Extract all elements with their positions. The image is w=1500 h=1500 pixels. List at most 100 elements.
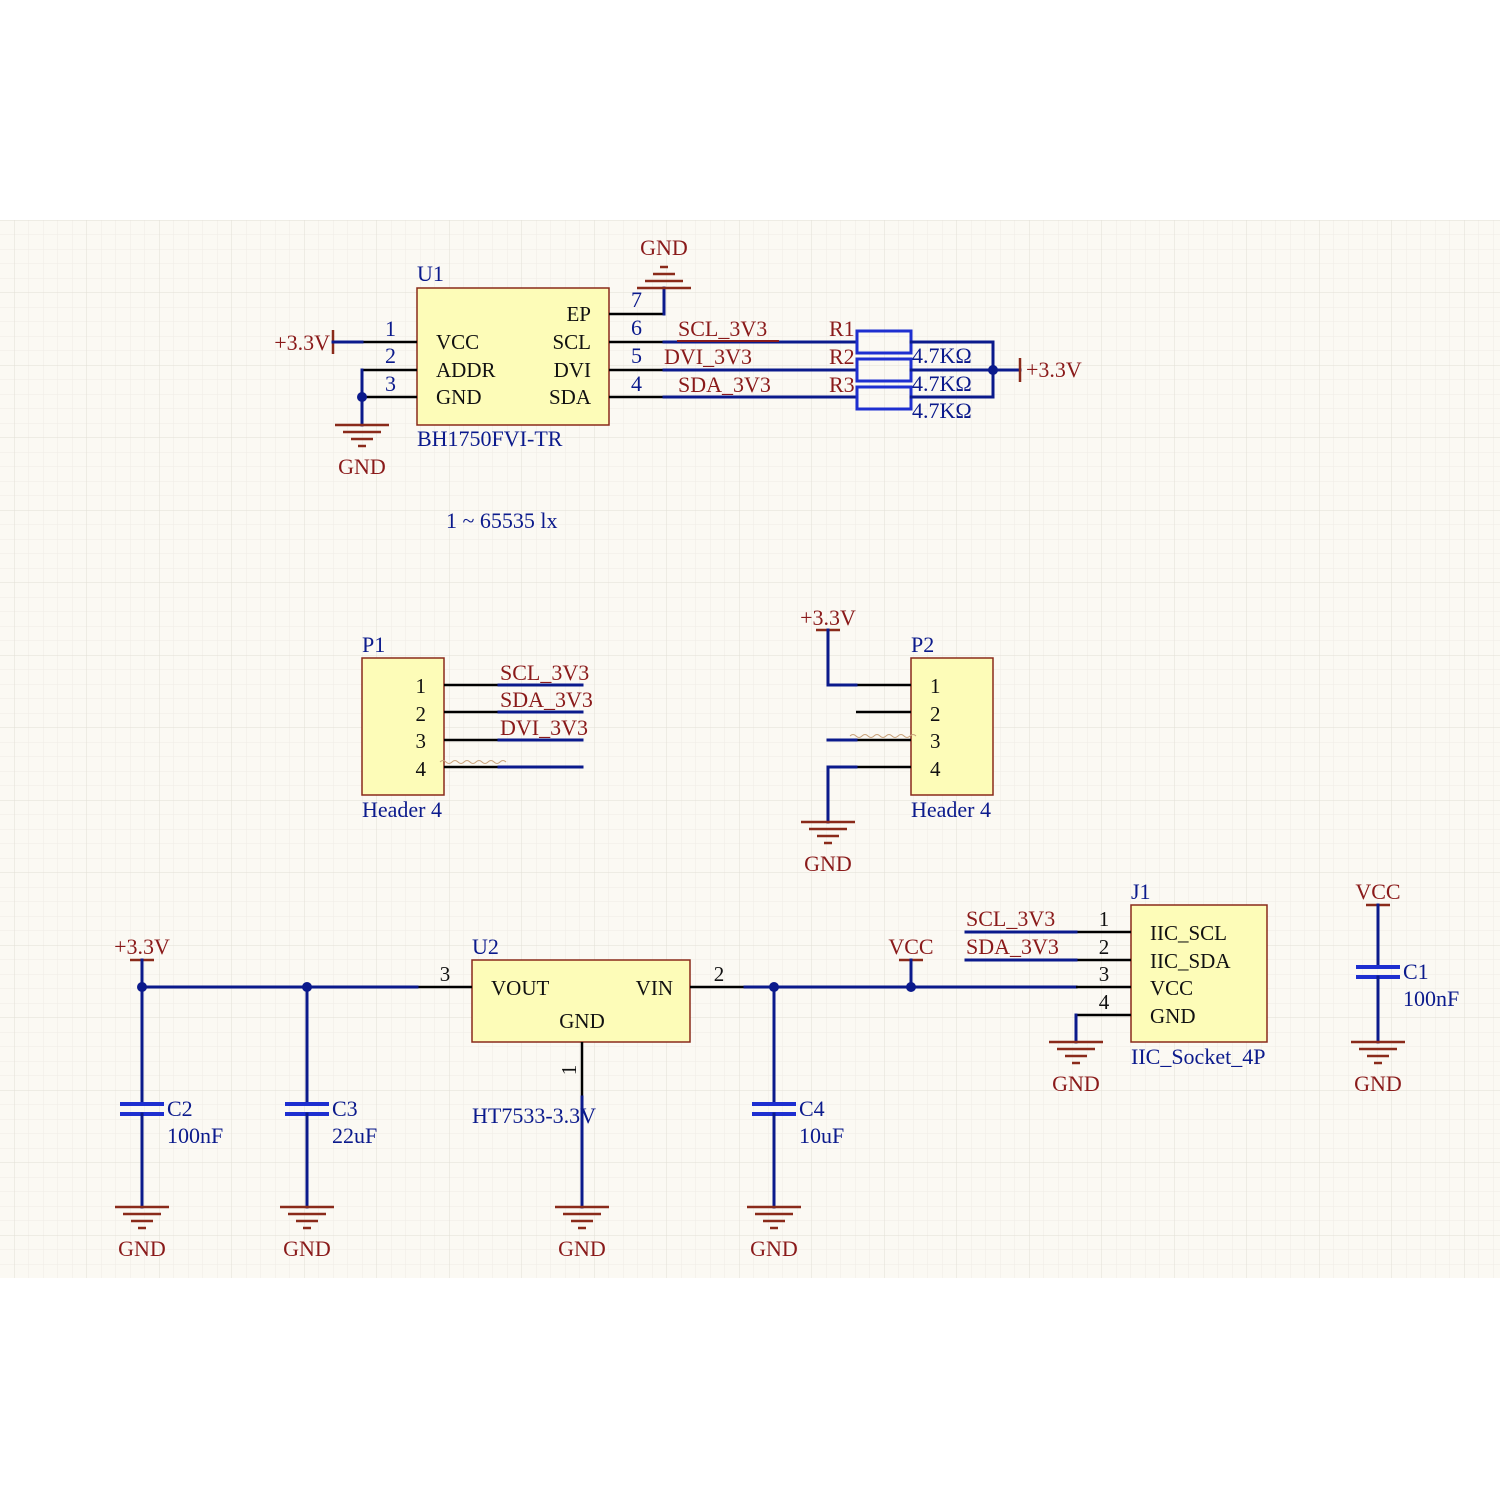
u1-pin6-num: 6: [631, 315, 642, 340]
gnd-label-c3: GND: [283, 1236, 331, 1261]
j1-body: [1130, 904, 1268, 1043]
c2-value: 100nF: [167, 1123, 223, 1148]
j1-pin3-name: VCC: [1150, 976, 1193, 1000]
reg-out-power-label: +3.3V: [114, 934, 170, 959]
u1-part: BH1750FVI-TR: [417, 426, 563, 451]
j1-pin1-name: IIC_SCL: [1150, 921, 1227, 945]
p1-net-dvi: DVI_3V3: [500, 715, 588, 740]
j1-net-scl: SCL_3V3: [966, 906, 1055, 931]
j1-part: IIC_Socket_4P: [1131, 1044, 1265, 1069]
net-label-sda: SDA_3V3: [678, 372, 771, 397]
c1-power-label: VCC: [1355, 879, 1400, 904]
junction-dot: [988, 365, 998, 375]
p2-body: [910, 657, 994, 796]
p2-pin1: 1: [930, 674, 941, 698]
c3-designator: C3: [332, 1096, 358, 1121]
j1-iic-socket[interactable]: J1 IIC_Socket_4P IIC_SCL IIC_SDA VCC GND…: [964, 879, 1268, 1096]
u1-wiring: +3.3V GND GND SCL_3V3 DVI_3V3 SDA_3V3: [274, 235, 859, 479]
u1-pin1-name: VCC: [436, 330, 479, 354]
u1-pin7-name: EP: [566, 302, 591, 326]
u1-pin2-name: ADDR: [436, 358, 496, 382]
p1-pin1: 1: [416, 674, 427, 698]
u2-regulator[interactable]: U2 HT7533-3.3V VOUT VIN GND 3 2 1: [417, 934, 745, 1128]
p1-pin2: 2: [416, 702, 427, 726]
gnd-symbol-c4: [747, 1205, 801, 1230]
p1-designator: P1: [362, 632, 385, 657]
p2-header[interactable]: P2 Header 4 1 2 3 4 +3.3V GND: [800, 605, 994, 876]
p2-part: Header 4: [911, 797, 991, 822]
regulator-wiring: +3.3V VCC: [114, 934, 1078, 1209]
u2-num-gnd: 1: [557, 1065, 581, 1076]
j1-pin1-num: 1: [1099, 907, 1110, 931]
u1-pin4-name: SDA: [549, 385, 592, 409]
j1-designator: J1: [1131, 879, 1151, 904]
u1-body: [416, 287, 610, 426]
junction-dot: [357, 392, 367, 402]
r1-value: 4.7KΩ: [912, 343, 972, 368]
u1-pin2-num: 2: [385, 343, 396, 368]
gnd-symbol-c2: [115, 1205, 169, 1230]
p1-body: [361, 657, 445, 796]
u1-bh1750[interactable]: U1 BH1750FVI-TR 1 2 3 VCC ADDR GND 7 6 5…: [362, 261, 664, 451]
c3-value: 22uF: [332, 1123, 377, 1148]
j1-pin2-name: IIC_SDA: [1150, 949, 1231, 973]
u1-gnd-top-label: GND: [640, 235, 688, 260]
u1-pin3-name: GND: [436, 385, 482, 409]
u1-pin7-num: 7: [631, 287, 642, 312]
u1-pin1-num: 1: [385, 316, 396, 341]
j1-pin3-num: 3: [1099, 962, 1110, 986]
pullup-port-label: +3.3V: [1026, 357, 1082, 382]
p1-net-scl: SCL_3V3: [500, 660, 589, 685]
capacitor-c1[interactable]: VCC C1 100nF GND: [1351, 879, 1459, 1096]
c2-designator: C2: [167, 1096, 193, 1121]
r1-designator: R1: [829, 316, 855, 341]
p2-pin4: 4: [930, 757, 941, 781]
p1-header[interactable]: P1 Header 4 1 2 3 4 SCL_3V3 SDA_3V3 DVI_…: [361, 632, 593, 822]
r3-value: 4.7KΩ: [912, 398, 972, 423]
p2-gnd-label: GND: [804, 851, 852, 876]
u1-designator: U1: [417, 261, 444, 286]
u2-num-vout: 3: [440, 962, 451, 986]
r2-designator: R2: [829, 344, 855, 369]
gnd-label-c4: GND: [750, 1236, 798, 1261]
j1-pin4-name: GND: [1150, 1004, 1196, 1028]
net-label-dvi: DVI_3V3: [664, 344, 752, 369]
p2-pin3: 3: [930, 729, 941, 753]
c4-designator: C4: [799, 1096, 825, 1121]
c1-gnd-label: GND: [1354, 1071, 1402, 1096]
u2-num-vin: 2: [714, 962, 725, 986]
j1-pin2-num: 2: [1099, 935, 1110, 959]
gnd-symbol-u2: [555, 1205, 609, 1230]
u2-part: HT7533-3.3V: [472, 1103, 596, 1128]
reg-in-power-label: VCC: [888, 934, 933, 959]
p1-net-sda: SDA_3V3: [500, 687, 593, 712]
u1-gnd-left-label: GND: [338, 454, 386, 479]
u1-pin5-name: DVI: [554, 358, 591, 382]
u1-lux-note: 1 ~ 65535 lx: [446, 508, 558, 533]
c1-designator: C1: [1403, 959, 1429, 984]
r2-value: 4.7KΩ: [912, 371, 972, 396]
p1-pin4: 4: [416, 757, 427, 781]
p1-pin3: 3: [416, 729, 427, 753]
pullup-resistors[interactable]: R1 R2 R3 4.7KΩ 4.7KΩ 4.7KΩ +3.3V: [829, 316, 1082, 423]
u1-vcc-port-label: +3.3V: [274, 330, 330, 355]
u2-designator: U2: [472, 934, 499, 959]
gnd-symbol-c3: [280, 1205, 334, 1230]
p2-power-label: +3.3V: [800, 605, 856, 630]
capacitor-c2[interactable]: C2 100nF: [120, 985, 223, 1209]
u1-pin3-num: 3: [385, 371, 396, 396]
capacitor-c4[interactable]: C4 10uF: [752, 985, 844, 1209]
j1-net-sda: SDA_3V3: [966, 934, 1059, 959]
c1-value: 100nF: [1403, 986, 1459, 1011]
gnd-label-u2: GND: [558, 1236, 606, 1261]
u2-pin-gnd: GND: [559, 1009, 605, 1033]
p2-designator: P2: [911, 632, 934, 657]
p1-part: Header 4: [362, 797, 442, 822]
j1-gnd-label: GND: [1052, 1071, 1100, 1096]
u2-pin-vout: VOUT: [491, 976, 549, 1000]
u2-body: [471, 959, 691, 1043]
net-label-scl: SCL_3V3: [678, 316, 767, 341]
u2-pin-vin: VIN: [636, 976, 673, 1000]
capacitor-c3[interactable]: C3 22uF: [285, 985, 377, 1209]
u1-pin5-num: 5: [631, 343, 642, 368]
